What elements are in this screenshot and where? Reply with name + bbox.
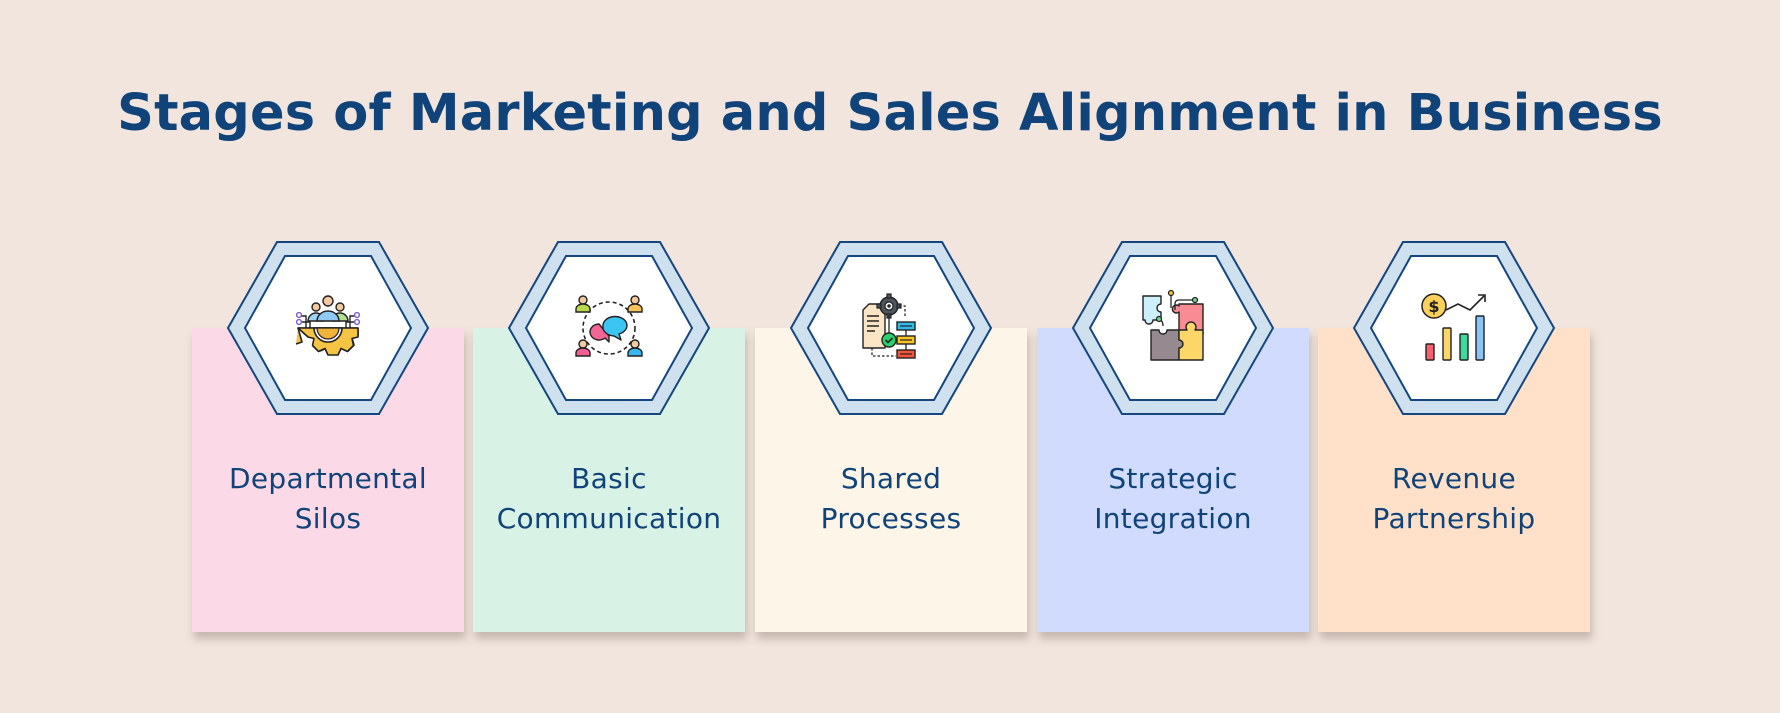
page-title: Stages of Marketing and Sales Alignment … bbox=[117, 84, 1663, 143]
hexagon-badge: $ bbox=[1352, 240, 1556, 416]
stage-label-line2: Integration bbox=[1094, 502, 1252, 535]
workflow-process-icon bbox=[862, 293, 916, 359]
hexagon-badge bbox=[1071, 240, 1275, 416]
stage-label: Basic Communication bbox=[473, 459, 745, 539]
stage-label: Revenue Partnership bbox=[1318, 459, 1590, 539]
stage-label-line1: Strategic bbox=[1108, 462, 1238, 495]
hexagon-frame bbox=[1352, 241, 1556, 415]
stage-card-shared-processes: Shared Processes bbox=[755, 328, 1027, 632]
stage-label-line2: Partnership bbox=[1372, 502, 1536, 535]
team-chat-icon bbox=[575, 295, 643, 357]
hexagon-frame bbox=[789, 241, 993, 415]
stage-label-line1: Revenue bbox=[1391, 462, 1517, 495]
revenue-growth-chart-icon: $ bbox=[1421, 293, 1486, 361]
stage-label: Departmental Silos bbox=[192, 459, 464, 539]
stage-label: Shared Processes bbox=[755, 459, 1027, 539]
hexagon-badge bbox=[507, 240, 711, 416]
hexagon-badge bbox=[226, 240, 430, 416]
stage-label-line1: Departmental bbox=[229, 462, 427, 495]
puzzle-integration-icon bbox=[1142, 289, 1204, 361]
hexagon-frame bbox=[1071, 241, 1275, 415]
hexagon-badge bbox=[789, 240, 993, 416]
svg-text:$: $ bbox=[1428, 297, 1439, 316]
stage-label-line2: Processes bbox=[820, 502, 962, 535]
stage-label-line1: Shared bbox=[840, 462, 942, 495]
stage-label: Strategic Integration bbox=[1037, 459, 1309, 539]
stage-label-line2: Silos bbox=[294, 502, 362, 535]
stage-label-line1: Basic bbox=[571, 462, 647, 495]
team-gear-icon bbox=[295, 295, 361, 356]
stage-label-line2: Communication bbox=[496, 502, 722, 535]
